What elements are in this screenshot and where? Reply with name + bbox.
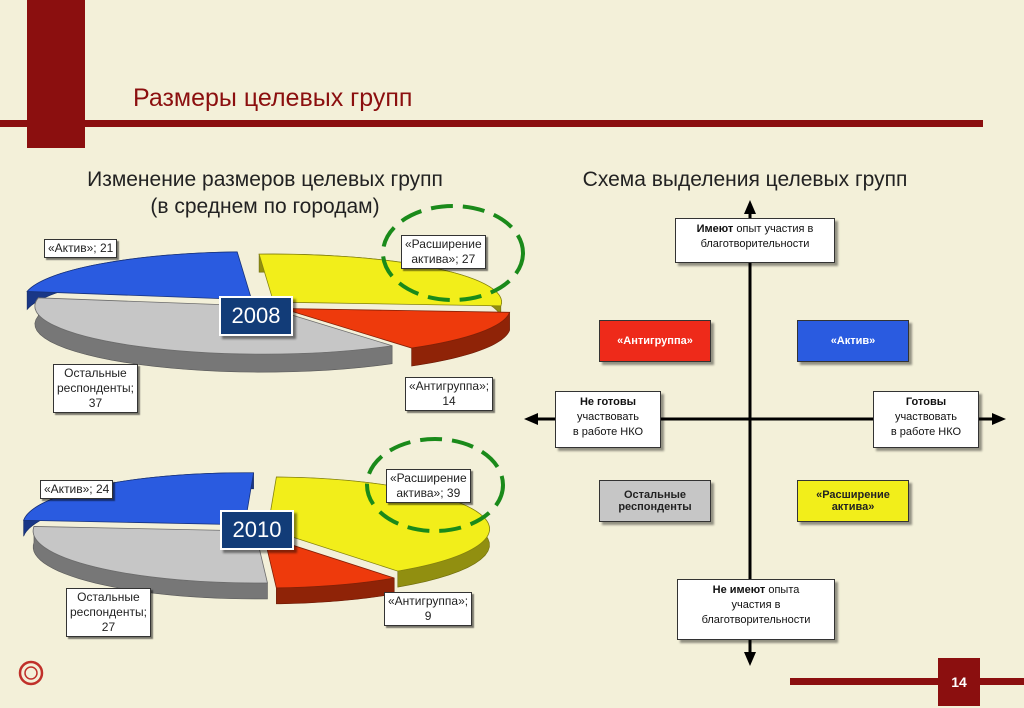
scheme-top-line2: благотворительности <box>700 238 810 250</box>
scheme-left-box: Не готовы участвовать в работе НКО <box>555 391 661 448</box>
label-ostalnye-2008-line3: 37 <box>88 396 103 410</box>
pie-2008-slice-aktiv <box>26 251 253 301</box>
pie-2008-slice-antigruppa <box>282 308 511 349</box>
label-ostalnye-2010-line1: Остальные <box>77 590 140 604</box>
quadrant-rasshirenie-line2: актива» <box>831 501 875 513</box>
pie-2010-slice-ostalnye <box>32 526 268 584</box>
quadrant-ostalnye-line2: респонденты <box>618 501 692 513</box>
scheme-bottom-rest: опыта <box>765 584 800 596</box>
quadrant-rasshirenie-line1: «Расширение <box>816 489 890 501</box>
quadrant-ostalnye: Остальные респонденты <box>599 480 711 522</box>
highlight-ellipse-2008 <box>381 204 525 302</box>
label-antigruppa-2010-line1: «Антигруппа»; <box>388 594 469 608</box>
quadrant-aktiv: «Актив» <box>797 320 909 362</box>
scheme-top-box: Имеют опыт участия в благотворительности <box>675 218 835 263</box>
right-section-title: Схема выделения целевых групп <box>582 168 908 191</box>
scheme-left-line2: участвовать <box>576 411 640 423</box>
scheme-left-line3: в работе НКО <box>572 426 644 438</box>
slide-title: Размеры целевых групп <box>133 84 413 112</box>
label-aktiv-2010: «Актив»; 24 <box>40 480 114 499</box>
scheme-right-line2: участвовать <box>894 411 958 423</box>
scheme-bottom-line3: благотворительности <box>701 614 811 626</box>
label-rasshirenie-2008-line1: «Расширение <box>405 237 482 251</box>
label-rasshirenie-2010-line1: «Расширение <box>390 471 467 485</box>
label-ostalnye-2008-line2: респонденты; <box>57 381 134 395</box>
header-rule <box>0 120 983 127</box>
pie-2010-slice-antigruppa <box>263 535 395 589</box>
label-antigruppa-2010-line2: 9 <box>424 609 432 623</box>
arrow-right-icon <box>992 413 1006 425</box>
year-box-2008: 2008 <box>219 296 293 336</box>
left-section-title: Изменение размеров целевых групп (в сред… <box>60 166 470 220</box>
scheme-top-rest: опыт участия в <box>733 223 814 235</box>
label-rasshirenie-2010: «Расширение актива»; 39 <box>386 469 471 503</box>
scheme-bottom-bold: Не имеют <box>712 584 766 596</box>
arrow-down-icon <box>744 652 756 666</box>
quadrant-rasshirenie: «Расширение актива» <box>797 480 909 522</box>
label-ostalnye-2008-line1: Остальные <box>64 366 127 380</box>
quadrant-antigruppa: «Антигруппа» <box>599 320 711 362</box>
label-antigruppa-2008-line1: «Антигруппа»; <box>409 379 490 393</box>
scheme-right-line3: в работе НКО <box>890 426 962 438</box>
left-title-line1: Изменение размеров целевых групп <box>87 168 443 191</box>
year-box-2010: 2010 <box>220 510 294 550</box>
scheme-left-bold: Не готовы <box>579 396 637 408</box>
label-ostalnye-2010-line2: респонденты; <box>70 605 147 619</box>
label-rasshirenie-2010-line2: актива»; 39 <box>396 486 461 500</box>
label-ostalnye-2008: Остальные респонденты; 37 <box>53 364 138 413</box>
label-antigruppa-2010: «Антигруппа»; 9 <box>384 592 473 626</box>
label-ostalnye-2010: Остальные респонденты; 27 <box>66 588 151 637</box>
label-antigruppa-2008: «Антигруппа»; 14 <box>405 377 494 411</box>
highlight-ellipse-2010 <box>365 437 505 533</box>
quadrant-ostalnye-line1: Остальные <box>623 489 687 501</box>
arrow-up-icon <box>744 200 756 214</box>
label-rasshirenie-2008-line2: актива»; 27 <box>411 252 476 266</box>
pie-chart-2008 <box>26 251 511 373</box>
scheme-right-box: Готовы участвовать в работе НКО <box>873 391 979 448</box>
left-title-line2: (в среднем по городам) <box>150 195 380 218</box>
arrow-left-icon <box>524 413 538 425</box>
logo-icon <box>18 660 44 686</box>
scheme-bottom-box: Не имеют опыта участия в благотворительн… <box>677 579 835 640</box>
pie-2008-slice-ostalnye <box>34 297 393 355</box>
footer-rule <box>790 678 1024 685</box>
scheme-bottom-line2: участия в <box>731 599 781 611</box>
label-rasshirenie-2008: «Расширение актива»; 27 <box>401 235 486 269</box>
label-antigruppa-2008-line2: 14 <box>442 394 456 408</box>
page-number: 14 <box>938 658 980 706</box>
label-ostalnye-2010-line3: 27 <box>101 620 116 634</box>
label-aktiv-2008: «Актив»; 21 <box>44 239 118 258</box>
scheme-top-bold: Имеют <box>696 223 734 235</box>
scheme-right-bold: Готовы <box>905 396 947 408</box>
